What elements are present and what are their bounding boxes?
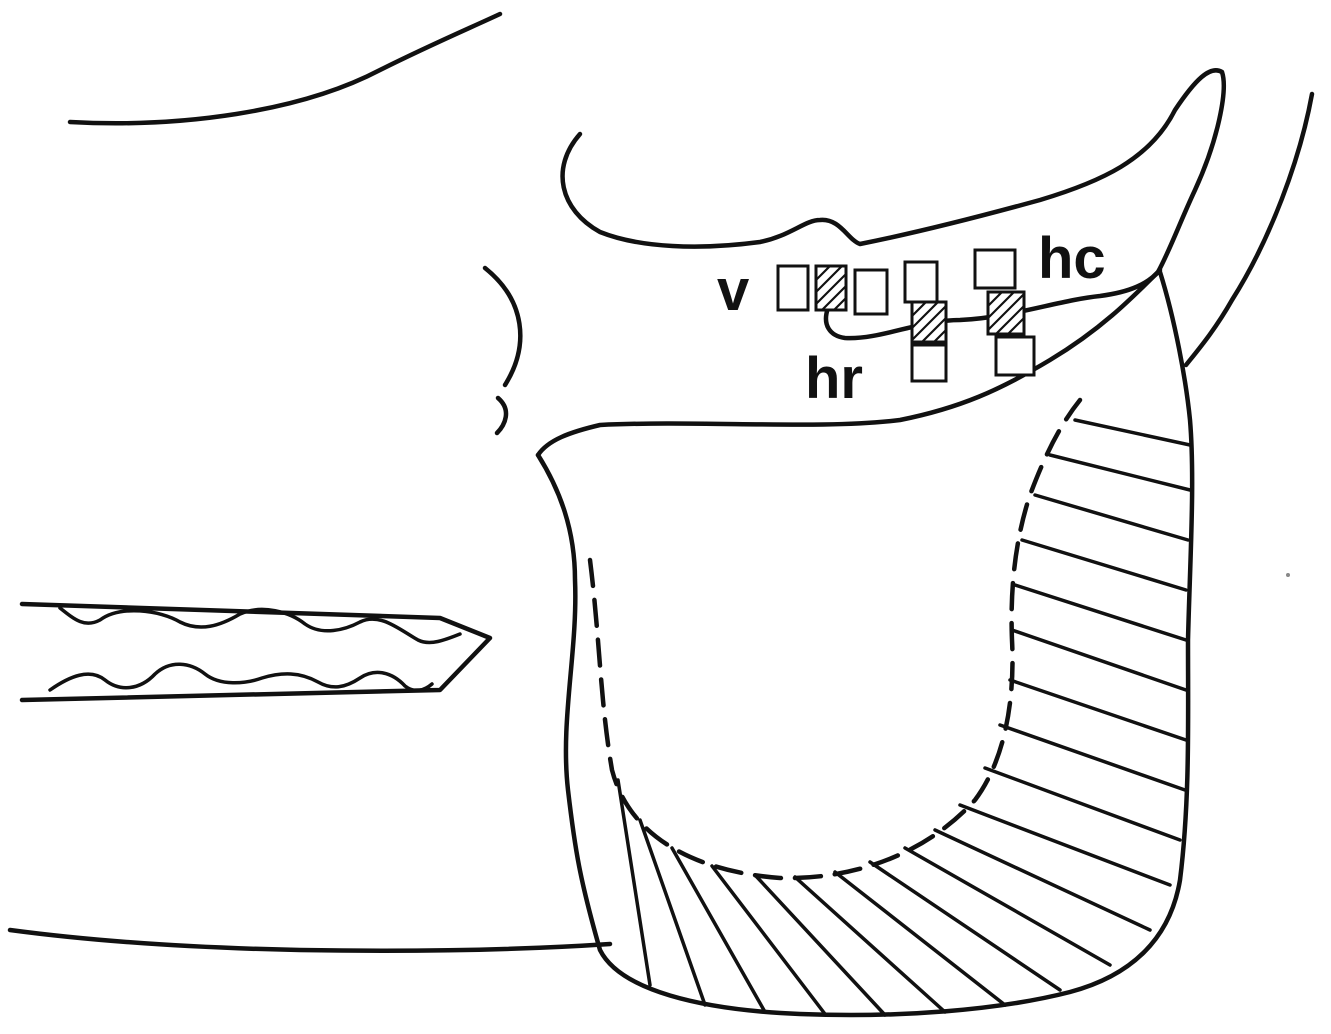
auricle-right-edge (1186, 94, 1312, 365)
label-v: v (717, 258, 749, 323)
ear-outline (485, 268, 520, 385)
pinna-outline (538, 70, 1224, 455)
speck (1286, 573, 1290, 577)
electrodes-hc (975, 250, 1034, 375)
head-outline-top (70, 14, 500, 123)
mouth-teeth (22, 604, 490, 700)
label-hr: hr (805, 346, 863, 411)
ear-lobe (497, 398, 506, 433)
label-hc: hc (1038, 226, 1106, 291)
flap-hatching (618, 420, 1190, 1015)
flap-incision-dashed (590, 400, 1080, 878)
neck-line (10, 930, 610, 951)
electrodes-v (778, 266, 887, 314)
electrodes-hr (905, 262, 946, 381)
